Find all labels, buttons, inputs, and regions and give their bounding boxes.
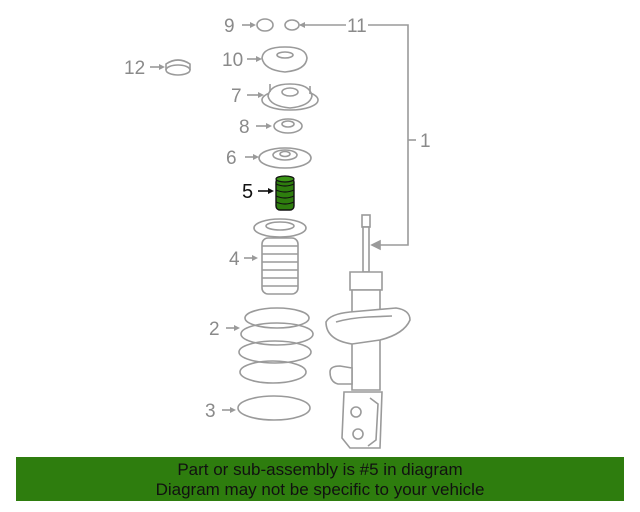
part-11-seal [284, 19, 300, 31]
callout-11: 11 [347, 16, 367, 37]
callout-1: 1 [420, 131, 431, 152]
callout-9: 9 [224, 16, 235, 37]
part-9-seal [256, 18, 274, 32]
callout-1-bracket [368, 24, 409, 246]
part-4-boot [244, 218, 307, 295]
part-2-spring [226, 307, 314, 384]
info-banner: Part or sub-assembly is #5 in diagram Di… [16, 457, 624, 501]
part-7-mount [247, 83, 319, 111]
part-5-bumper [258, 175, 295, 211]
callout-5: 5 [242, 181, 253, 203]
callout-8: 8 [239, 117, 250, 138]
callout-3: 3 [205, 401, 216, 422]
callout-12: 12 [124, 58, 145, 79]
callout-4: 4 [229, 249, 240, 270]
part-10-plate [247, 46, 308, 73]
part-1-strut [325, 214, 411, 449]
part-8-bearing [256, 118, 303, 134]
part-3-insulator [222, 395, 311, 421]
banner-line-2: Diagram may not be specific to your vehi… [155, 480, 485, 499]
callout-2: 2 [209, 319, 220, 340]
callout-10: 10 [222, 50, 243, 71]
banner-line-1: Part or sub-assembly is #5 in diagram [177, 460, 463, 479]
callout-7: 7 [231, 86, 242, 107]
callout-6: 6 [226, 148, 237, 169]
part-12-cap [150, 59, 191, 76]
part-6-seat [245, 147, 312, 169]
